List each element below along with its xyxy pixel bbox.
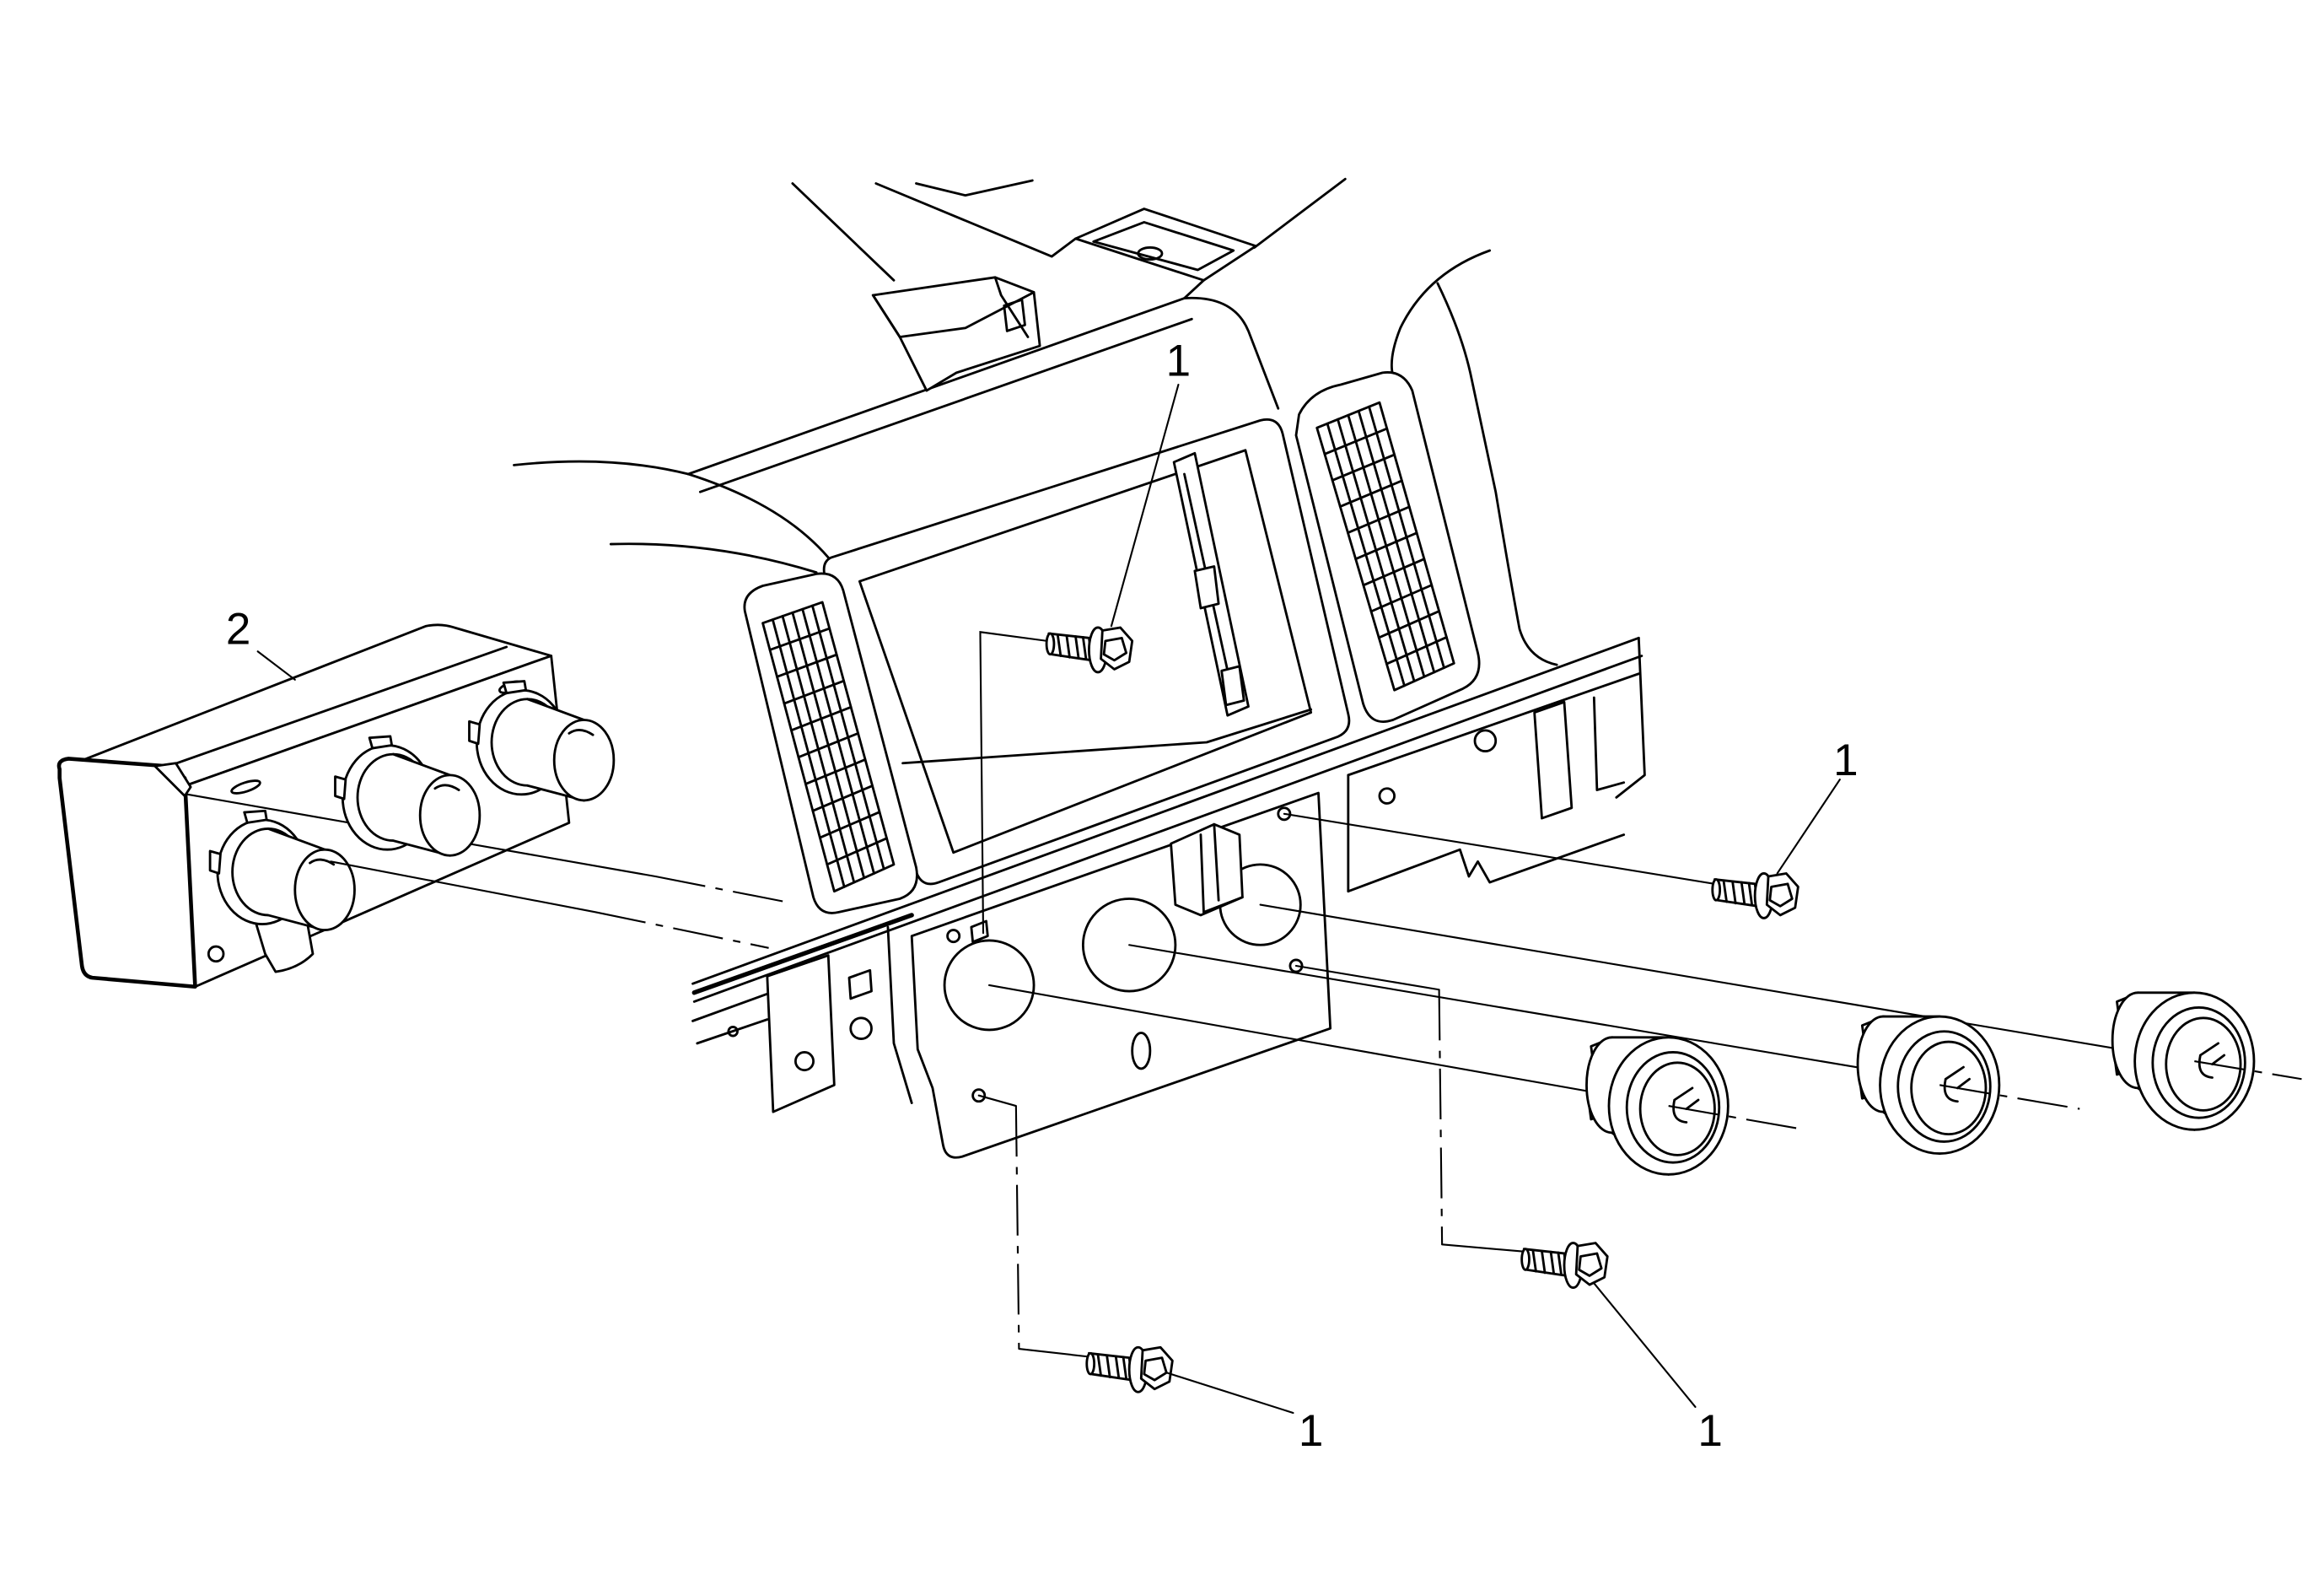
bolt-right-guide — [1283, 812, 1725, 887]
knob-cap-1 — [1585, 1036, 1730, 1176]
callout-bolt-lower-right: 1 — [1697, 1406, 1722, 1456]
bolt-lower-right-guide-b — [1438, 989, 1444, 1245]
bolt-lower-left-guide-c — [1018, 1347, 1100, 1359]
callout-leader-bolt-lower-left — [1165, 1372, 1294, 1415]
callout-leader-bolt-lower-right — [1593, 1282, 1697, 1408]
knob-axis-line-2-extension — [1939, 1084, 2080, 1110]
bolt-lower-right — [1520, 1242, 1609, 1290]
module-alignment-line-1-extension — [655, 875, 793, 904]
left-support-bracket — [691, 925, 913, 1113]
defroster-duct-bracket — [871, 276, 1041, 392]
callout-leader-bolt-right — [1776, 779, 1841, 875]
callout-bolt-upper: 1 — [1166, 336, 1191, 385]
knob-cap-3 — [2111, 991, 2256, 1131]
callout-module: 2 — [226, 604, 250, 654]
callout-bolt-right: 1 — [1833, 736, 1858, 785]
bolt-lower-right-guide-c — [1441, 1243, 1530, 1253]
knob-axis-line-3 — [1259, 903, 2139, 1054]
right-support-bracket — [1347, 672, 1640, 893]
left-air-vent — [743, 572, 918, 914]
bolt-lower-left — [1085, 1345, 1174, 1393]
module-front-bezel — [56, 757, 197, 989]
dash-upper-structure — [513, 177, 1558, 666]
module-alignment-line-2-extension — [595, 911, 769, 949]
module-mounting-tab — [255, 910, 315, 973]
wiring-connector-clip — [1170, 822, 1244, 917]
right-air-vent — [1294, 371, 1481, 724]
hvac-control-module — [56, 623, 571, 989]
lower-dash-rail — [691, 636, 1646, 1003]
knob-cap-2 — [1856, 1015, 2001, 1156]
bolt-lower-right-guide-a — [1294, 964, 1440, 991]
bolt-right — [1711, 872, 1799, 919]
knob-axis-line-1-extension — [1668, 1105, 1806, 1131]
knob-axis-line-3-extension — [2194, 1060, 2302, 1081]
callout-leader-bolt-upper — [1110, 383, 1180, 628]
knob-axis-line-2 — [1128, 944, 1885, 1073]
bolt-lower-left-guide-b — [1014, 1106, 1020, 1350]
dash-top-bracket — [1074, 208, 1257, 282]
bolt-lower-left-guide-a — [977, 1094, 1017, 1108]
callout-bolt-lower-left: 1 — [1299, 1406, 1323, 1456]
bolt-upper-guide — [979, 631, 1049, 935]
callout-leader-module — [256, 650, 296, 681]
module-alignment-line-2 — [330, 860, 597, 914]
knob-axis-line-1 — [988, 984, 1613, 1097]
